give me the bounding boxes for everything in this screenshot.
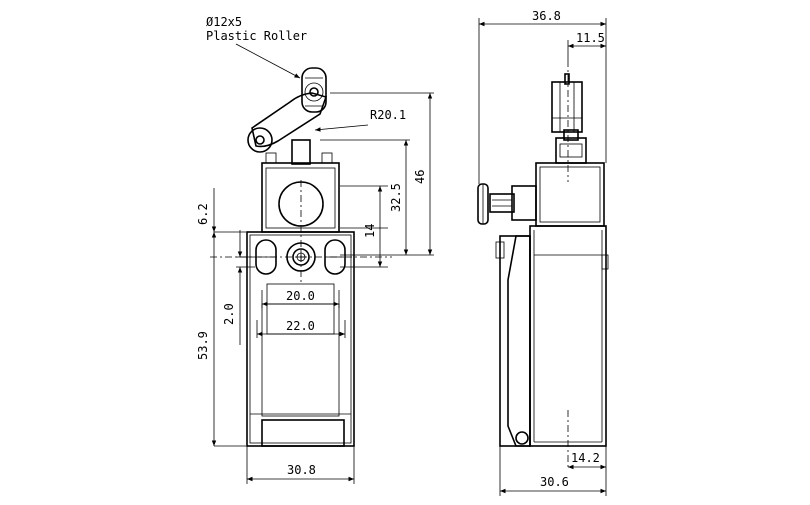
roller-name-label: Plastic Roller: [206, 29, 307, 43]
roller-size-label: Ø12x5: [206, 15, 242, 29]
side-roller: [551, 73, 583, 133]
side-plunger: [477, 183, 537, 225]
dim-14-2: 14.2: [571, 451, 600, 465]
radius-leader: [314, 124, 369, 132]
dim-53-9: 53.9: [196, 331, 210, 360]
dim-30-8: 30.8: [287, 463, 316, 477]
dim-30-6: 30.6: [540, 475, 569, 489]
front-head: [261, 139, 340, 233]
front-body: [246, 231, 355, 447]
roller-leader: [235, 43, 301, 79]
side-body: [529, 225, 609, 447]
dim-46: 46: [413, 170, 427, 184]
front-view: Ø12x5 Plastic Roller R20.1 6.2 2.0 53.9 …: [196, 15, 434, 484]
dim-14: 14: [363, 224, 377, 238]
dim-6-2: 6.2: [196, 203, 210, 225]
dim-11-5: 11.5: [576, 31, 605, 45]
dim-36-8: 36.8: [532, 9, 561, 23]
dim-32-5: 32.5: [389, 183, 403, 212]
lever-arm: [247, 82, 328, 153]
dim-22-0: 22.0: [286, 319, 315, 333]
side-flange: [495, 235, 531, 447]
plastic-roller: [301, 67, 327, 113]
dim-2-0: 2.0: [222, 303, 236, 325]
side-head: [535, 129, 605, 227]
side-view: 36.8 11.5 14.2 30.6: [477, 9, 609, 496]
radius-label: R20.1: [370, 108, 406, 122]
dim-20-0: 20.0: [286, 289, 315, 303]
